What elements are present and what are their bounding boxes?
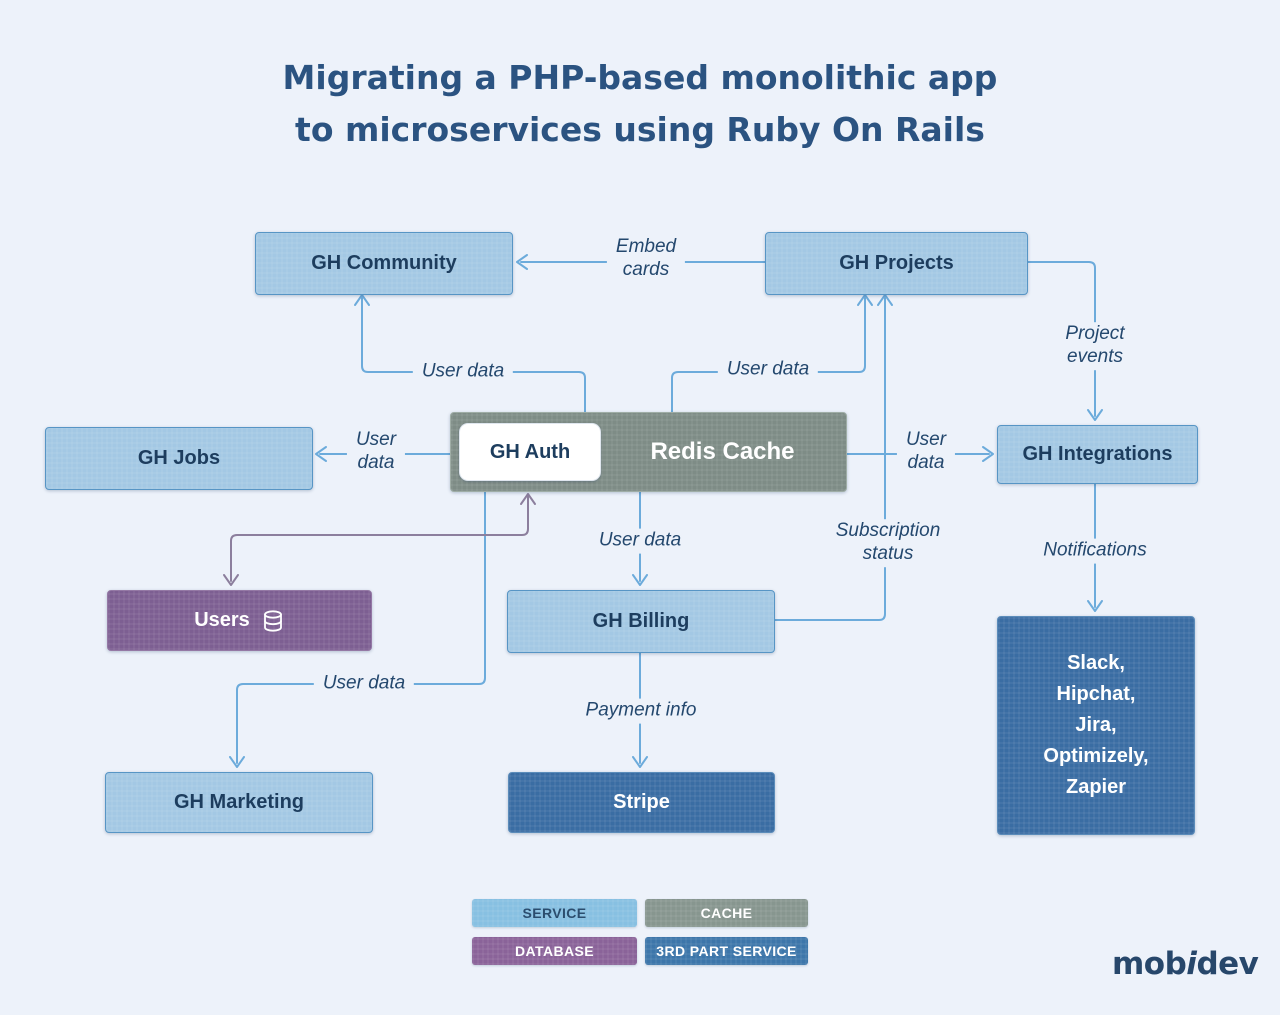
title-line-2: to microservices using Ruby On Rails xyxy=(295,110,985,149)
edge-label-userdata-projects: User data xyxy=(717,357,819,383)
node-gh-marketing: GH Marketing xyxy=(105,772,373,833)
logo-part-1: mob xyxy=(1112,946,1187,982)
node-gh-auth: GH Auth xyxy=(459,423,601,481)
arrowhead-down-billing xyxy=(632,574,648,586)
edge-label-userdata-jobs: User data xyxy=(346,428,406,476)
edge-label-subscription-status: Subscription status xyxy=(826,519,950,567)
edge-userdata-community-line xyxy=(361,297,586,413)
node-gh-projects-label: GH Projects xyxy=(839,252,954,274)
node-gh-community-label: GH Community xyxy=(311,252,457,274)
arrowhead-left-jobs xyxy=(315,446,327,462)
node-gh-community: GH Community xyxy=(255,232,513,295)
database-icon xyxy=(263,609,282,632)
node-gh-integrations-label: GH Integrations xyxy=(1022,443,1173,465)
node-third-party-services: Slack, Hipchat, Jira, Optimizely, Zapier xyxy=(997,616,1195,835)
legend-third-party: 3RD PART SERVICE xyxy=(645,937,808,965)
node-stripe-label: Stripe xyxy=(613,791,670,813)
legend-cache: CACHE xyxy=(645,899,808,927)
node-gh-marketing-label: GH Marketing xyxy=(173,791,305,813)
edge-users-auth-line xyxy=(230,495,529,582)
edge-label-project-events: Project events xyxy=(1056,322,1134,370)
arrowhead-down-users xyxy=(223,574,239,586)
arrowhead-up-community xyxy=(354,294,370,306)
edge-label-userdata-marketing: User data xyxy=(313,671,415,697)
legend-service: SERVICE xyxy=(472,899,637,927)
edge-label-userdata-integrations: User data xyxy=(896,428,956,476)
arrowhead-left-community xyxy=(516,254,528,270)
node-stripe: Stripe xyxy=(508,772,775,833)
arrowhead-up-projects-1 xyxy=(857,294,873,306)
node-redis-cache: GH Auth Redis Cache xyxy=(450,412,847,492)
node-redis-cache-label: Redis Cache xyxy=(650,438,795,465)
edge-label-embed-cards: Embed cards xyxy=(606,235,686,283)
edge-label-userdata-community: User data xyxy=(412,359,514,385)
node-gh-jobs: GH Jobs xyxy=(45,427,313,490)
arrowhead-down-integrations xyxy=(1087,409,1103,421)
arrowhead-right-integrations xyxy=(982,446,994,462)
node-third-party-services-label: Slack, Hipchat, Jira, Optimizely, Zapier xyxy=(1043,652,1149,798)
edge-label-userdata-billing: User data xyxy=(589,528,691,554)
arrowhead-up-auth xyxy=(520,493,536,505)
diagram-title: Migrating a PHP-based monolithic app to m… xyxy=(0,52,1280,156)
mobidev-logo: mobidev xyxy=(1112,946,1259,982)
logo-part-2: i xyxy=(1186,946,1197,982)
logo-part-3: dev xyxy=(1196,946,1259,982)
node-gh-billing: GH Billing xyxy=(507,590,775,653)
node-gh-integrations: GH Integrations xyxy=(997,425,1198,484)
edge-label-notifications: Notifications xyxy=(1034,538,1156,564)
edge-label-payment-info: Payment info xyxy=(576,698,706,724)
node-gh-projects: GH Projects xyxy=(765,232,1028,295)
arrowhead-down-thirdparty xyxy=(1087,600,1103,612)
node-users-db-label: Users xyxy=(194,609,250,631)
node-gh-auth-label: GH Auth xyxy=(489,440,571,463)
edge-subscription-line xyxy=(771,297,886,621)
arrowhead-down-marketing xyxy=(229,756,245,768)
title-line-1: Migrating a PHP-based monolithic app xyxy=(282,58,998,97)
edge-userdata-projects-line xyxy=(671,297,866,413)
arrowhead-down-stripe xyxy=(632,756,648,768)
legend-database: DATABASE xyxy=(472,937,637,965)
node-gh-jobs-label: GH Jobs xyxy=(137,447,221,469)
node-users-db: Users xyxy=(107,590,372,651)
arrowhead-up-projects-2 xyxy=(877,294,893,306)
edge-project-events-line xyxy=(1025,261,1096,417)
node-gh-billing-label: GH Billing xyxy=(592,610,690,632)
